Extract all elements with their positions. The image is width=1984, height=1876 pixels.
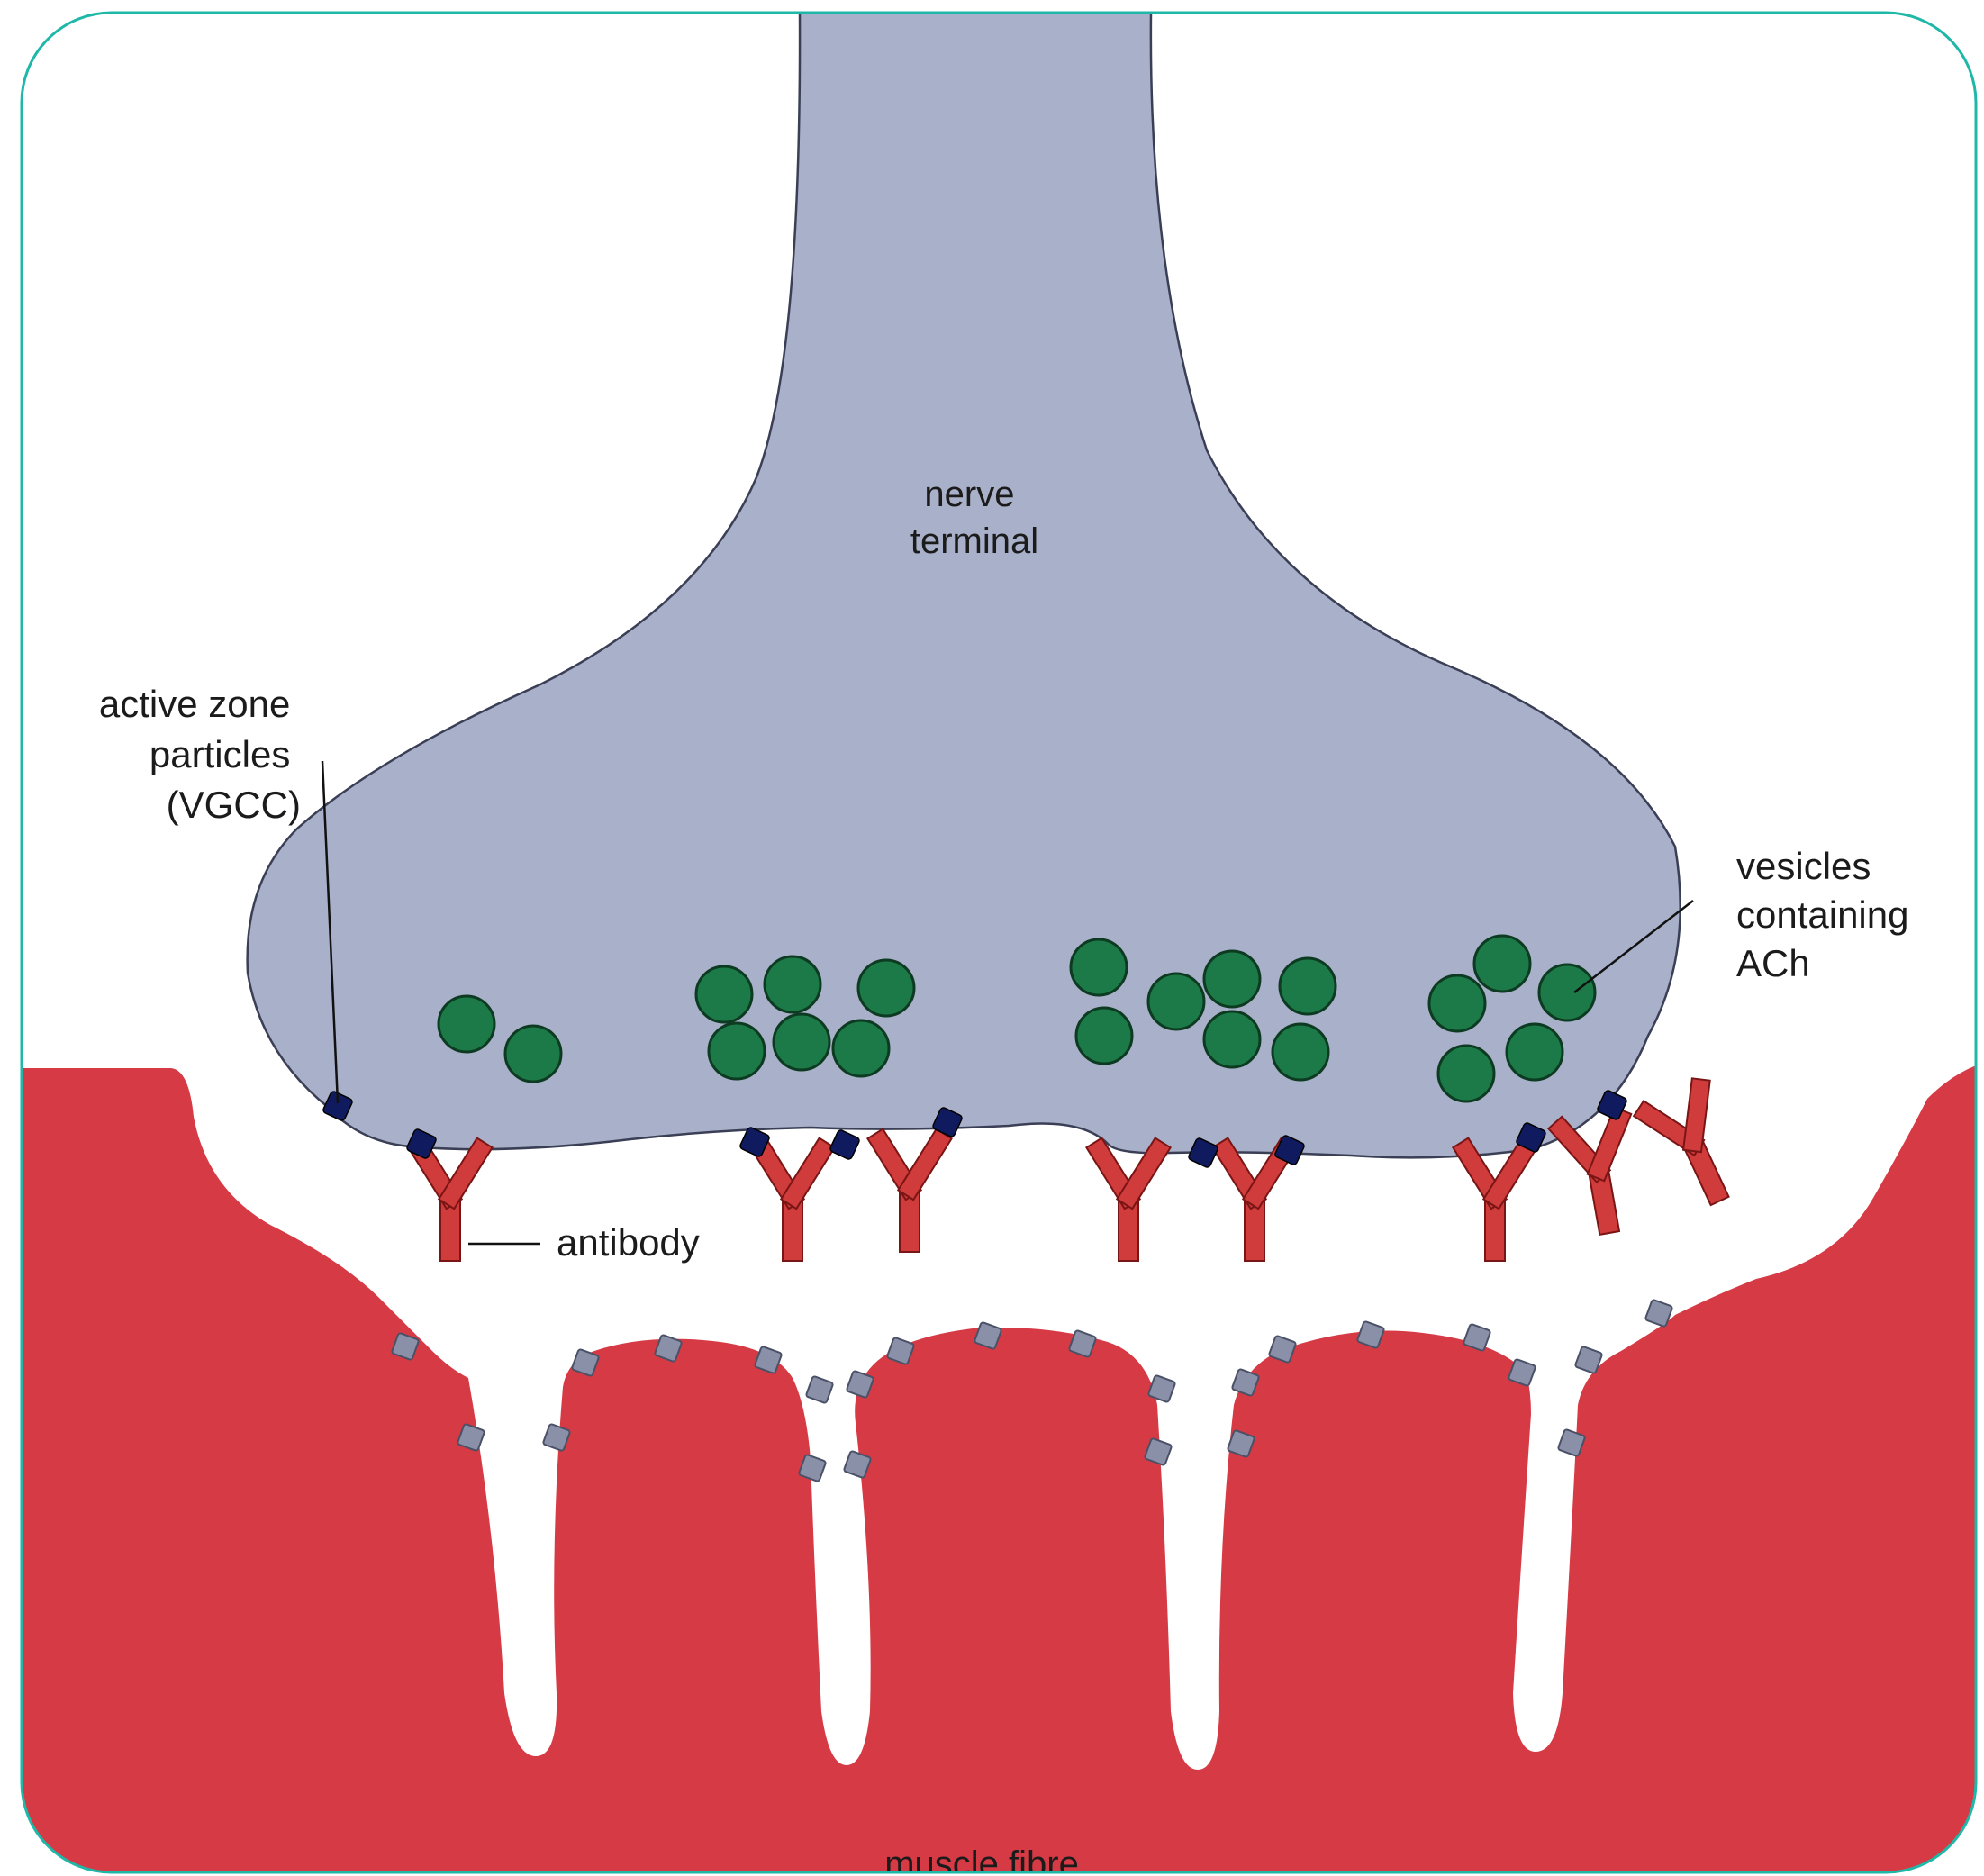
active-zone-label-line2: particles [149,733,290,775]
active-zone-label-line1: active zone [99,683,290,725]
vesicle-icon [1071,939,1127,995]
vesicles-label-line2: containing [1736,893,1908,936]
vesicle-icon [1204,1011,1260,1067]
vesicle-icon [1474,936,1530,992]
vesicle-icon [709,1023,765,1079]
antibody-icon [1453,1138,1536,1261]
antibody-label: antibody [557,1221,700,1264]
vesicle-icon [1204,951,1260,1007]
antibody-icon [1086,1138,1170,1261]
vesicle-icon [858,960,914,1016]
muscle-fibre [22,1063,1984,1876]
vesicle-icon [439,996,494,1052]
vesicle-icon [1429,975,1485,1031]
vesicle-icon [1280,958,1336,1014]
vesicle-icon [1148,974,1204,1029]
active-zone-label-line3: (VGCC) [167,784,301,826]
antibody-icon [750,1138,834,1261]
vesicle-icon [765,956,820,1012]
antibody-icon [1630,1072,1758,1219]
vesicles-label-line1: vesicles [1736,845,1871,887]
active-zone-label: active zone particles (VGCC) [99,683,301,826]
vesicle-icon [696,966,752,1022]
vesicle-icon [1273,1024,1328,1080]
vesicle-icon [505,1026,561,1082]
vesicle-icon [1438,1046,1494,1101]
nerve-terminal-label-line2: terminal [910,521,1038,561]
nerve-terminal-label-line1: nerve [924,475,1014,514]
antibody-icon [1547,1105,1652,1240]
vesicle-icon [1507,1024,1563,1080]
vesicle-icon [1539,965,1595,1020]
antibody-icon [867,1129,951,1252]
vesicle-icon [774,1014,829,1070]
vesicles-label-line3: ACh [1736,942,1810,984]
vgcc-particle-icon [829,1129,861,1161]
achr-receptor-icon [806,1376,834,1404]
vesicle-icon [1076,1008,1132,1064]
vesicles-label: vesicles containing ACh [1736,845,1919,984]
vesicle-icon [833,1020,889,1076]
